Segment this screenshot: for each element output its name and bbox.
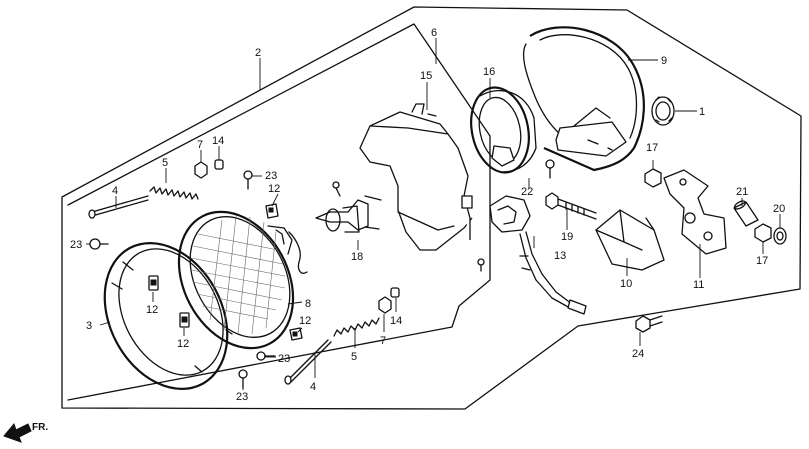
- callout-23: 23: [236, 391, 248, 403]
- callout-5: 5: [351, 351, 357, 363]
- callout-4: 4: [112, 185, 118, 197]
- callout-23: 23: [278, 353, 290, 365]
- screw-22: [545, 159, 555, 179]
- screw-23-left: [89, 238, 109, 250]
- callout-16: 16: [483, 66, 495, 78]
- nut-7-lower: [378, 296, 392, 314]
- grommet: [651, 96, 675, 126]
- callout-6: 6: [431, 27, 437, 39]
- nut-17-lower: [754, 223, 772, 243]
- callout-8: 8: [305, 298, 311, 310]
- assembly-outline-2: [61, 6, 802, 410]
- socket-wire: [489, 195, 587, 315]
- callout-1: 1: [699, 106, 705, 118]
- adjusting-screw-lower: [284, 339, 332, 385]
- clip-12-upper: [265, 203, 279, 219]
- callout-20: 20: [773, 203, 785, 215]
- nut-7-upper: [194, 161, 208, 179]
- headlight-rim: [103, 242, 233, 390]
- callout-17: 17: [646, 142, 658, 154]
- screw-23-bottom: [256, 351, 276, 361]
- rim-clip: [179, 312, 190, 328]
- sealed-beam-unit: [177, 210, 308, 350]
- callout-12: 12: [299, 315, 311, 327]
- callout-19: 19: [561, 231, 573, 243]
- callout-18: 18: [351, 251, 363, 263]
- adjusting-screw-upper: [88, 195, 149, 219]
- washer-20: [773, 227, 787, 245]
- callout-11: 11: [693, 279, 704, 291]
- spring-upper: [149, 186, 199, 200]
- callout-17: 17: [756, 255, 768, 267]
- callout-15: 15: [420, 70, 432, 82]
- bolt-24: [635, 315, 663, 333]
- leader-lines: [86, 38, 781, 390]
- callout-21: 21: [736, 186, 748, 198]
- stay-arm: [663, 169, 727, 255]
- callout-7: 7: [380, 335, 386, 347]
- callout-24: 24: [632, 348, 644, 360]
- callout-22: 22: [521, 186, 533, 198]
- callout-13: 13: [554, 250, 566, 262]
- collar: [733, 200, 759, 227]
- rim-clip: [148, 275, 159, 291]
- callout-4: 4: [310, 381, 316, 393]
- screw-small-bracket: [477, 258, 485, 272]
- headlight-case: [470, 86, 537, 174]
- assembly-outline-6: [67, 23, 491, 401]
- bulb: [315, 181, 382, 233]
- callout-9: 9: [661, 55, 667, 67]
- cap-14-upper: [214, 159, 224, 170]
- callout-10: 10: [620, 278, 632, 290]
- headlight-bracket: [359, 103, 473, 251]
- callout-3: 3: [86, 320, 92, 332]
- screw-23-top: [243, 170, 253, 190]
- callout-12: 12: [177, 338, 189, 350]
- bolt-19: [545, 192, 597, 220]
- callouts: 1 2 3 4 4 5 5 6 7 7 8 9 10 11 12 12 12 1…: [70, 27, 785, 403]
- callout-14: 14: [390, 315, 402, 327]
- callout-14: 14: [212, 135, 224, 147]
- spring-lower: [333, 317, 380, 337]
- callout-5: 5: [162, 157, 168, 169]
- front-direction-label: FR.: [32, 422, 48, 433]
- callout-23: 23: [265, 170, 277, 182]
- callout-7: 7: [197, 139, 203, 151]
- headlight-case-shell: [522, 26, 645, 172]
- nut-17-upper: [644, 168, 662, 188]
- callout-23: 23: [70, 239, 82, 251]
- mount-bracket: [595, 209, 665, 271]
- callout-12: 12: [146, 304, 158, 316]
- callout-2: 2: [255, 47, 261, 59]
- cap-14-lower: [390, 287, 400, 298]
- front-direction-marker: FR.: [3, 422, 48, 443]
- callout-12: 12: [268, 183, 280, 195]
